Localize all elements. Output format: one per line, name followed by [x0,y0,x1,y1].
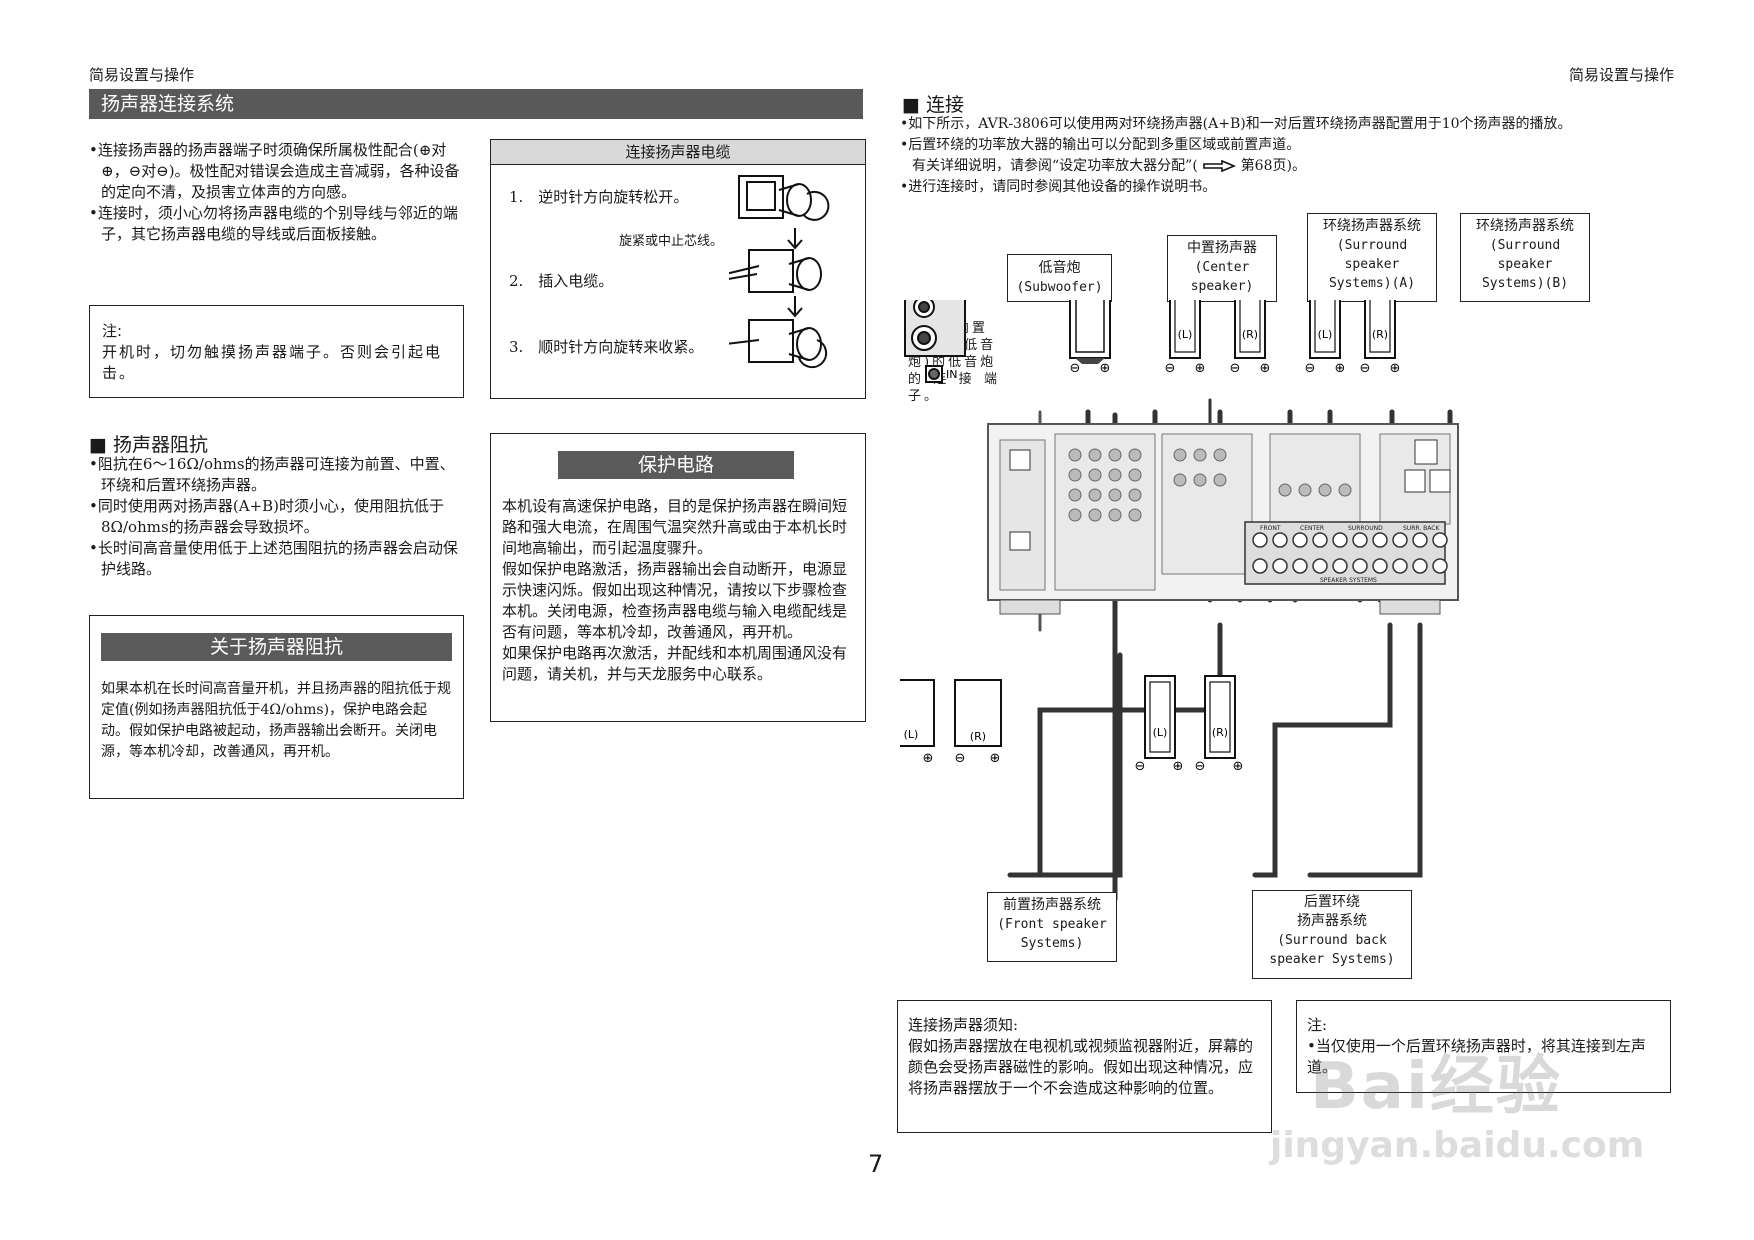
spk-surround-label: SURROUND [1348,525,1383,532]
connection-diagram: IN (L) (R) (L) (R) ⊖ ⊕ ⊖ ⊕ ⊖ ⊕ ⊖ ⊕ ⊖ ⊕ [900,300,1459,900]
note2-box: 注: •当仅使用一个后置环绕扬声器时，将其连接到左声道。 [1296,1000,1671,1093]
about-impedance-title: 关于扬声器阻抗 [101,633,452,661]
minus-terminal: ⊖ [1195,759,1206,774]
surround-a-right-label: (R) [1242,328,1258,341]
plus-terminal: ⊕ [1233,759,1244,774]
cable-step-1: 1. 逆时针方向旋转松开。 [509,188,689,206]
center-speaker [1069,300,1111,364]
front-speakers [900,679,1002,747]
section-title: 扬声器连接系统 [89,89,863,119]
cable-step-3: 3. 顺时针方向旋转来收紧。 [509,338,704,356]
protection-title: 保护电路 [558,451,794,479]
about-impedance-text: 如果本机在长时间高音量开机，并且扬声器的阻抗低于规定值(例如扬声器阻抗低于4Ω/… [101,681,451,760]
minus-terminal: ⊖ [1165,361,1176,376]
connection-bullets: •如下所示，AVR-3806可以使用两对环绕扬声器(A+B)和一对后置环绕扬声器… [900,114,1680,198]
back-right-label: (R) [1212,726,1228,739]
plus-terminal: ⊕ [923,751,934,766]
pointing-hand-icon [1203,159,1237,173]
plus-terminal: ⊕ [1100,361,1111,376]
connection-bullet: •进行连接时，请同时参阅其他设备的操作说明书。 [900,179,1217,195]
connection-bullet: •后置环绕的功率放大器的输出可以分配到多重区域或前置声道。 [900,137,1301,153]
note2-label: 注: [1307,1016,1328,1034]
surround-b-left-label: (L) [1318,328,1333,341]
cable-box-title: 连接扬声器电缆 [491,140,865,165]
note-text: 开机时，切勿触摸扬声器端子。否则会引起电击。 [102,343,443,382]
reference-prefix: 有关详细说明，请参阅“设定功率放大器分配”( [912,158,1198,174]
subwoofer [904,300,966,383]
header-left: 简易设置与操作 [89,66,195,84]
page-number: 7 [868,1150,884,1178]
plus-terminal: ⊕ [990,751,1001,766]
minus-terminal: ⊖ [955,751,966,766]
notice-text: 假如扬声器摆放在电视机或视频监视器附近，屏幕的颜色会受扬声器磁性的影响。假如出现… [908,1037,1254,1097]
plus-terminal: ⊕ [1173,759,1184,774]
receiver-rear-panel [987,423,1459,615]
impedance-item: •阻抗在6～16Ω/ohms的扬声器可连接为前置、中置、环绕和后置环绕扬声器。 [89,455,455,494]
protection-paragraph: 本机设有高速保护电路，目的是保护扬声器在瞬间短路和强大电流，在周围气温突然升高或… [502,497,848,557]
intro-text: •连接扬声器的扬声器端子时须确保所属极性配合(⊕对⊕，⊖对⊖)。极性配对错误会造… [89,140,464,245]
minus-terminal: ⊖ [1305,361,1316,376]
front-right-label: (R) [970,730,986,743]
header-right: 简易设置与操作 [1568,66,1674,84]
protection-paragraph: 假如保护电路激活，扬声器输出会自动断开，电源显示快速闪烁。假如出现这种情况，请按… [502,560,848,641]
surround-speakers [1169,300,1396,359]
minus-terminal: ⊖ [1070,361,1081,376]
spk-systems-label: SPEAKER SYSTEMS [1320,577,1377,584]
plus-terminal: ⊕ [1390,361,1401,376]
plus-terminal: ⊕ [1195,361,1206,376]
surround-back-speakers [1144,675,1236,759]
protection-paragraph: 如果保护电路再次激活，并配线和本机周围通风没有问题，请关机，并与天龙服务中心联系… [502,644,848,683]
plus-terminal: ⊕ [1335,361,1346,376]
about-impedance-box: 关于扬声器阻抗 如果本机在长时间高音量开机，并且扬声器的阻抗低于规定值(例如扬声… [89,615,464,799]
cable-callout: 旋紧或中止芯线。 [619,234,724,249]
impedance-list: •阻抗在6～16Ω/ohms的扬声器可连接为前置、中置、环绕和后置环绕扬声器。 … [89,454,464,580]
center-label: 中置扬声器 (Center speaker) [1167,235,1277,302]
front-system-label: 前置扬声器系统 (Front speaker Systems) [987,892,1117,962]
minus-terminal: ⊖ [1230,361,1241,376]
note-label: 注: [102,322,123,340]
connection-bullet: •如下所示，AVR-3806可以使用两对环绕扬声器(A+B)和一对后置环绕扬声器… [900,116,1572,132]
note2-text: •当仅使用一个后置环绕扬声器时，将其连接到左声道。 [1307,1037,1646,1076]
spk-center-label: CENTER [1300,525,1324,532]
protection-box: 保护电路 本机设有高速保护电路，目的是保护扬声器在瞬间短路和强大电流，在周围气温… [490,433,866,722]
minus-terminal: ⊖ [1135,759,1146,774]
subwoofer-label: 低音炮 (Subwoofer) [1007,254,1112,302]
front-left-label: (L) [904,728,919,741]
reference-suffix: 第68页)。 [1240,158,1306,174]
cable-box: 连接扬声器电缆 1. 逆时针方向旋转松开。 旋紧或中止芯线。 2. 插入电缆。 … [490,139,866,399]
surround-a-left-label: (L) [1178,328,1193,341]
intro-item: •连接扬声器的扬声器端子时须确保所属极性配合(⊕对⊕，⊖对⊖)。极性配对错误会造… [89,141,460,201]
impedance-title: ■ 扬声器阻抗 [89,434,208,456]
notice-title: 连接扬声器须知: [908,1016,1019,1034]
plus-terminal: ⊕ [1260,361,1271,376]
back-system-label: 后置环绕 扬声器系统 (Surround back speaker System… [1252,890,1412,979]
impedance-item: •同时使用两对扬声器(A+B)时须小心，使用阻抗低于8Ω/ohms的扬声器会导致… [89,497,444,536]
terminal-illustration [729,175,830,369]
watermark-logo: Bai经验 [1310,1050,1562,1124]
back-left-label: (L) [1153,726,1168,739]
spk-front-label: FRONT [1260,525,1281,532]
connection-title: ■ 连接 [902,94,964,116]
notice-box: 连接扬声器须知: 假如扬声器摆放在电视机或视频监视器附近，屏幕的颜色会受扬声器磁… [897,1000,1272,1133]
watermark-url: jingyan.baidu.com [1270,1125,1645,1166]
impedance-item: •长时间高音量使用低于上述范围阻抗的扬声器会启动保护线路。 [89,539,458,578]
cable-step-2: 2. 插入电缆。 [509,272,614,290]
spk-back-label: SURR. BACK [1403,525,1440,532]
connection-reference: 有关详细说明，请参阅“设定功率放大器分配”( 第68页)。 [900,156,1680,177]
note-box: 注: 开机时，切勿触摸扬声器端子。否则会引起电击。 [89,305,464,398]
protection-text: 本机设有高速保护电路，目的是保护扬声器在瞬间短路和强大电流，在周围气温突然升高或… [502,496,854,685]
surround-b-label: 环绕扬声器系统 (Surround speaker Systems)(B) [1460,213,1590,302]
minus-terminal: ⊖ [1360,361,1371,376]
surround-a-label: 环绕扬声器系统 (Surround speaker Systems)(A) [1307,213,1437,302]
intro-item: •连接时，须小心勿将扬声器电缆的个别导线与邻近的端子，其它扬声器电缆的导线或后面… [89,204,458,243]
surround-b-right-label: (R) [1372,328,1388,341]
sub-in-label: IN [946,368,957,381]
